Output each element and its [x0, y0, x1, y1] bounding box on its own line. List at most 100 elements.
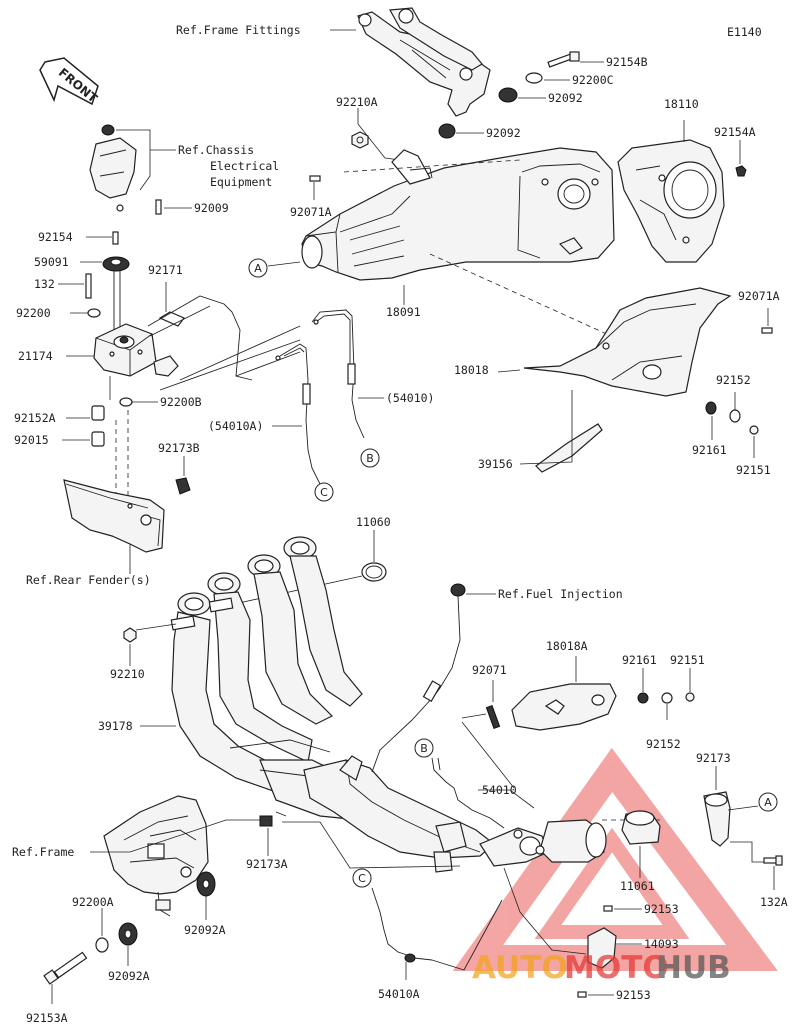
nut-92210 [123, 627, 137, 643]
label-92171: 92171 [148, 263, 183, 277]
collar-92152A [91, 405, 105, 421]
label-18018A: 18018A [546, 639, 588, 653]
diagram-code: E1140 [727, 25, 762, 39]
label-92173B: 92173B [158, 441, 200, 455]
ref-fuel-injection: Ref.Fuel Injection [498, 587, 623, 601]
label-14093: 14093 [644, 937, 679, 951]
label-92092-b: 92092 [486, 126, 521, 140]
ref-chassis-electrical: Electrical [210, 159, 279, 173]
grommet-92092A-b [118, 922, 138, 946]
ref-frame: Ref.Frame [12, 845, 74, 859]
label-92152-b: 92152 [646, 737, 681, 751]
label-92092A-b: 92092A [108, 969, 150, 983]
label-11060: 11060 [356, 515, 391, 529]
label-39178: 39178 [98, 719, 133, 733]
washer-92200B [119, 397, 133, 407]
bolt-132 [85, 273, 92, 299]
heat-shield-18018 [523, 287, 732, 397]
grommet-92161 [705, 401, 717, 415]
bolt-92154B [547, 51, 580, 68]
heat-guard-18018A [511, 683, 617, 731]
label-92210: 92210 [110, 667, 145, 681]
ref-chassis-equipment: Equipment [210, 175, 272, 189]
label-92173: 92173 [696, 751, 731, 765]
label-21174: 21174 [18, 349, 53, 363]
screw-92153-b [577, 991, 587, 998]
callout-A-top-label: A [254, 262, 262, 275]
rear-fender [63, 479, 165, 553]
insulator-39156 [535, 423, 603, 473]
label-132: 132 [34, 277, 55, 291]
callout-C-bottom [352, 868, 372, 888]
label-92173A: 92173A [246, 857, 288, 871]
callout-A-bottom [758, 792, 778, 812]
heat-guard-14093 [587, 927, 617, 969]
front-direction-arrow: FRONT [39, 57, 101, 106]
label-92071: 92071 [472, 663, 507, 677]
frame-bracket [103, 795, 209, 917]
washer-92200 [87, 308, 101, 318]
watermark-word-moto: MOTO [564, 950, 669, 986]
bolt-92071A-left [309, 175, 321, 182]
washer-92200A [95, 937, 109, 953]
label-92161-a: 92161 [692, 443, 727, 457]
clamp-92173B [175, 477, 191, 495]
label-92154A: 92154A [714, 125, 756, 139]
pulley-59091 [102, 256, 130, 272]
callout-C-bottom-label: C [358, 872, 366, 885]
muffler-cover-18110 [617, 139, 725, 263]
watermark-logo [452, 747, 778, 971]
washer-92200C [525, 72, 543, 84]
label-92153-a: 92153 [644, 902, 679, 916]
muffler-18091 [301, 147, 615, 281]
clamp-92173A [259, 815, 273, 827]
exhaust-pre-chamber [303, 755, 607, 873]
screw-92153-a [603, 905, 613, 912]
cable-54010A-lower [371, 887, 503, 971]
watermark-word-hub: HUB [656, 950, 731, 986]
label-54010-paren: (54010) [386, 391, 434, 405]
bolt-92151 [749, 425, 759, 435]
clamp-92173 [703, 791, 731, 847]
o2-sensor-cable [371, 583, 466, 773]
label-54010A-paren: (54010A) [208, 419, 263, 433]
label-11061: 11061 [620, 879, 655, 893]
ref-frame-fittings: Ref.Frame Fittings [176, 23, 301, 37]
label-92092-a: 92092 [548, 91, 583, 105]
connector-pipe-11061 [621, 810, 661, 845]
label-18018: 18018 [454, 363, 489, 377]
grommet-92092A-a [196, 871, 216, 897]
label-92151-a: 92151 [736, 463, 771, 477]
label-92092A-a: 92092A [184, 923, 226, 937]
label-92071A-right: 92071A [738, 289, 780, 303]
label-92200C: 92200C [572, 73, 614, 87]
screw-92009 [155, 199, 162, 215]
bolt-92151-b [685, 692, 695, 702]
damper-92015 [91, 431, 105, 447]
chassis-bracket [89, 124, 137, 212]
watermark-word-auto: AUTO [472, 950, 568, 986]
label-54010: 54010 [482, 783, 517, 797]
callout-A-bottom-label: A [764, 796, 772, 809]
callout-B-top [360, 448, 380, 468]
bolt-92153A [43, 951, 88, 985]
label-92200B: 92200B [160, 395, 202, 409]
callout-B-bottom-label: B [420, 742, 428, 755]
label-92152-a: 92152 [716, 373, 751, 387]
bolt-92154A [735, 165, 747, 177]
label-92161-b: 92161 [622, 653, 657, 667]
label-92153A: 92153A [26, 1011, 68, 1025]
callout-C-top [314, 482, 334, 502]
bolt-92071 [485, 704, 501, 730]
label-132A: 132A [760, 895, 788, 909]
label-54010A: 54010A [378, 987, 420, 1001]
label-92200: 92200 [16, 306, 51, 320]
callout-B-bottom [414, 738, 434, 758]
callout-A-top [248, 258, 268, 278]
bolt-92071A-right [761, 327, 773, 334]
bracket-92171 [158, 311, 185, 327]
label-92154: 92154 [38, 230, 73, 244]
label-92071A-left: 92071A [290, 205, 332, 219]
cable-54010 [311, 309, 365, 439]
